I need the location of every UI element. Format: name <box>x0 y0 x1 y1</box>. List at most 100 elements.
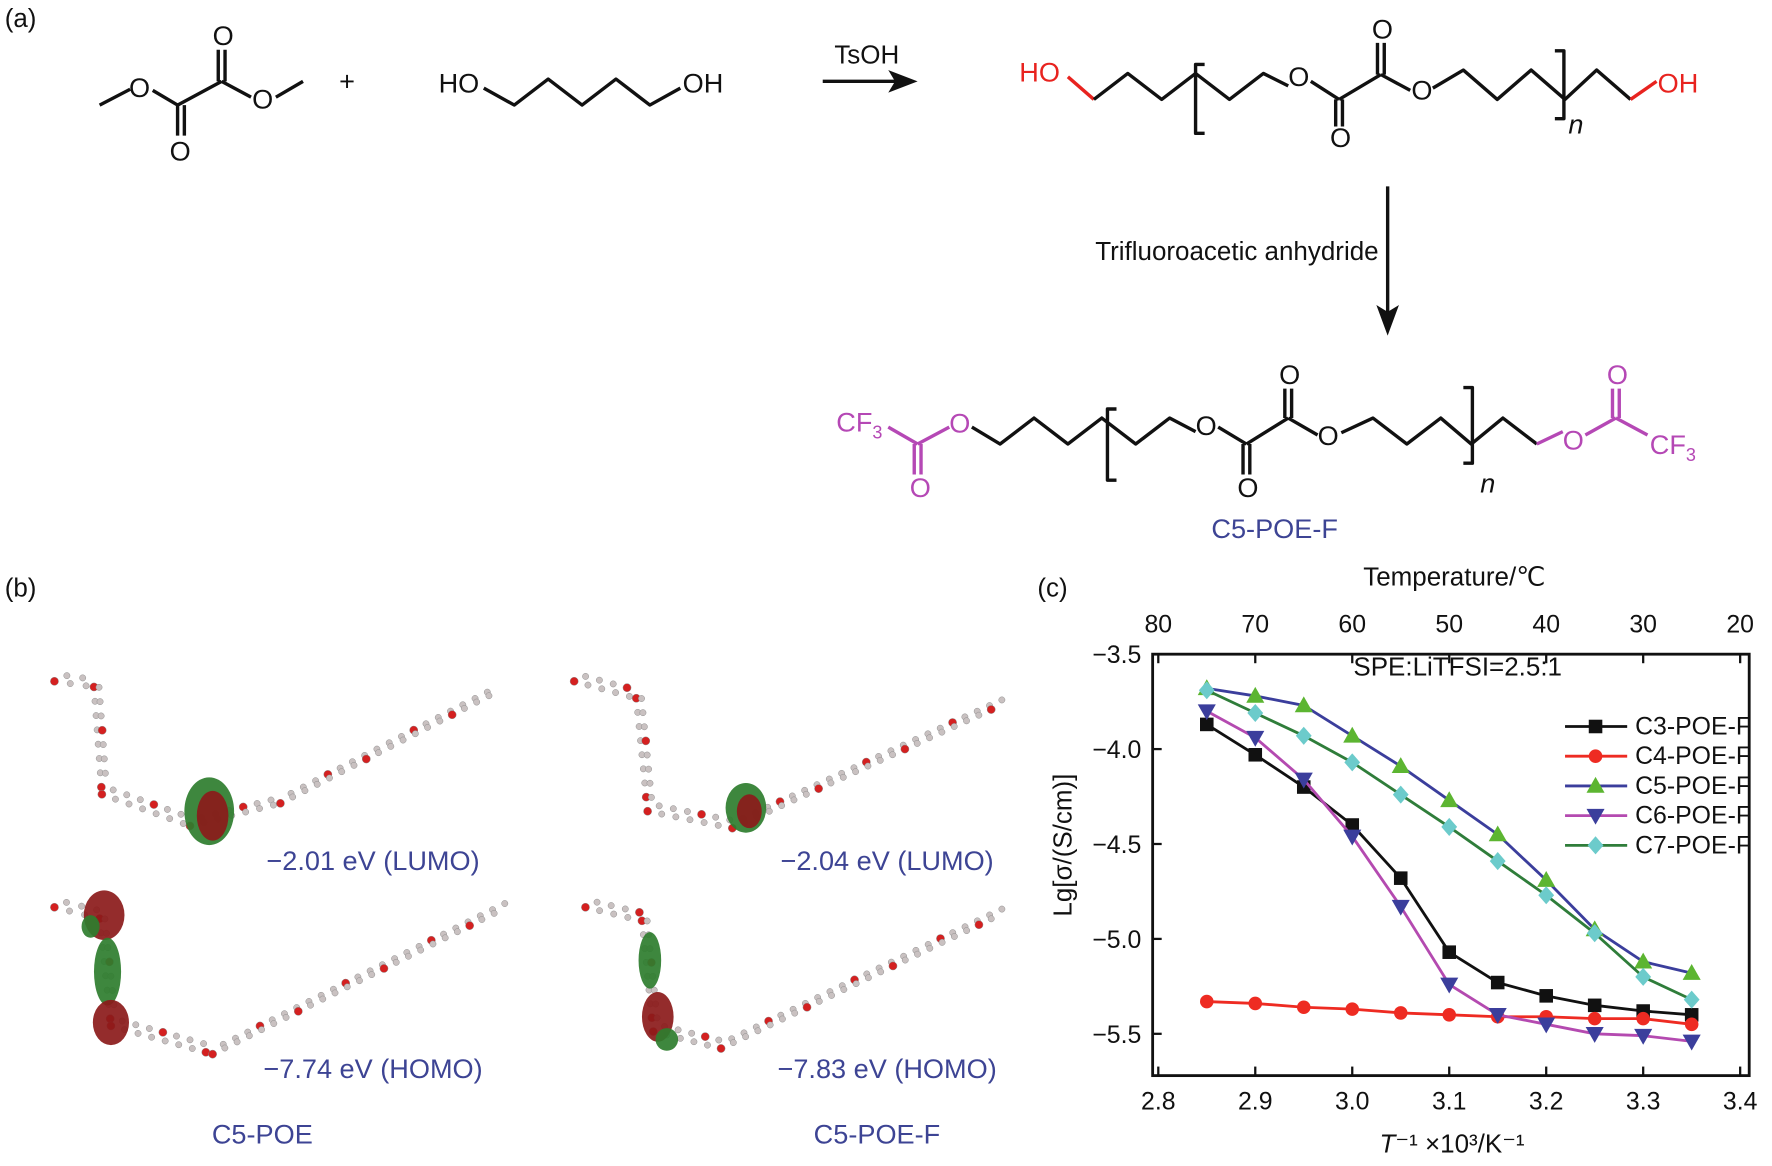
top-tick-label: 60 <box>1338 612 1366 639</box>
carbon-atom <box>626 692 633 700</box>
reaction-scheme: O O O O + HO OH TsOH HO O O O O <box>98 13 1698 544</box>
carbon-atom <box>754 1027 762 1035</box>
oxygen-atom <box>635 908 644 917</box>
carbon-atom <box>840 986 848 993</box>
data-point <box>1200 717 1214 732</box>
product-label: C5-POE-F <box>1211 513 1338 544</box>
carbon-atom <box>166 815 174 823</box>
x-tick-label: 3.0 <box>1335 1089 1370 1116</box>
legend-marker <box>1586 776 1605 793</box>
carbon-atom <box>839 773 847 781</box>
carbon-atom <box>97 712 105 720</box>
orbital-lobe <box>92 999 130 1046</box>
carbon-atom <box>152 810 160 818</box>
carbon-atom <box>392 958 400 966</box>
panel-label-c: (c) <box>1037 573 1067 603</box>
top-tick-label: 30 <box>1629 612 1657 639</box>
carbon-atom <box>593 898 601 906</box>
series-line <box>1206 723 1692 1017</box>
molecule-model <box>50 890 509 1059</box>
data-point <box>1294 696 1313 713</box>
carbon-atom <box>145 1025 153 1032</box>
carbon-atom <box>648 793 655 801</box>
carbon-atom <box>78 902 85 910</box>
y-tick-label: −4.0 <box>1092 737 1141 764</box>
oxygen-atom <box>97 789 107 799</box>
legend-marker <box>1587 836 1604 855</box>
data-point <box>1200 994 1214 1009</box>
carbon-atom <box>975 711 983 719</box>
data-point <box>1684 1017 1699 1032</box>
carbon-atom <box>270 801 277 809</box>
lumo-energy-c5-poe: −2.01 eV (LUMO) <box>266 845 479 876</box>
carbon-atom <box>411 730 419 738</box>
carbon-atom <box>643 917 651 925</box>
molecule-name-c5-poe: C5-POE <box>212 1118 313 1149</box>
oxygen-atom <box>50 902 59 912</box>
data-point <box>1537 871 1556 887</box>
carbon-atom <box>987 915 995 923</box>
data-point <box>1393 871 1408 885</box>
oxygen-atom <box>641 736 651 746</box>
carbon-atom <box>646 779 654 787</box>
carbon-atom <box>125 800 133 808</box>
carbon-atom <box>461 705 468 712</box>
carbon-atom <box>672 813 680 821</box>
cf3-group-left: CF3 <box>836 407 882 443</box>
data-point <box>1683 990 1700 1009</box>
carbon-atom <box>640 723 648 731</box>
carbon-atom <box>914 950 921 958</box>
legend-item: C5-POE-F <box>1565 773 1751 800</box>
oxygen-atom <box>569 677 579 686</box>
series-c6-poe-f <box>1197 704 1701 1051</box>
data-point <box>1440 977 1459 994</box>
legend-marker <box>1588 719 1603 734</box>
carbon-atom <box>779 1015 786 1023</box>
carbon-atom <box>624 914 632 921</box>
carbon-atom <box>963 717 970 725</box>
atom-o: O <box>1330 122 1351 153</box>
atom-o: O <box>1563 425 1584 456</box>
carbon-atom <box>889 751 896 759</box>
carbon-atom <box>148 1033 155 1041</box>
oxygen-atom <box>974 920 984 929</box>
top-tick-label: 80 <box>1144 612 1172 639</box>
oxygen-atom <box>447 710 457 720</box>
carbon-atom <box>582 673 589 680</box>
carbon-atom <box>729 1039 737 1046</box>
y-tick-label: −3.5 <box>1092 642 1141 669</box>
carbon-atom <box>876 756 884 764</box>
carbon-atom <box>175 1041 183 1049</box>
legend-marker <box>1588 749 1603 763</box>
oxygen-atom <box>986 705 996 714</box>
carbon-atom <box>686 816 694 824</box>
carbon-atom <box>258 1026 265 1034</box>
top-tick-label: 20 <box>1726 612 1754 639</box>
atom-o: O <box>129 72 150 103</box>
carbon-atom <box>712 813 720 821</box>
reagent-trifluoroacetic-anhydride: Trifluoroacetic anhydride <box>1095 236 1378 266</box>
oxygen-atom <box>643 806 652 816</box>
carbon-atom <box>609 680 617 688</box>
carbon-atom <box>441 934 449 942</box>
series-c3-poe-f <box>1200 717 1699 1022</box>
carbon-atom <box>326 774 333 782</box>
molecule-model <box>50 672 493 846</box>
data-point <box>1197 704 1216 721</box>
top-axis-title: Temperature/℃ <box>1363 561 1545 591</box>
carbon-atom <box>436 717 444 725</box>
carbon-atom <box>778 802 786 809</box>
data-point <box>1537 1017 1556 1034</box>
y-tick-label: −4.5 <box>1092 832 1141 859</box>
oxygen-atom <box>149 800 159 809</box>
carbon-atom <box>715 1036 723 1044</box>
carbon-atom <box>424 724 431 731</box>
carbon-atom <box>112 795 119 803</box>
homo-energy-c5-poe-f: −7.83 eV (HOMO) <box>778 1053 997 1084</box>
orbital-panel: −2.01 eV (LUMO) −2.04 eV (LUMO) −7.74 eV… <box>50 672 1006 1149</box>
c5-poe-structure: HO O O O O n OH <box>1019 13 1698 152</box>
data-point <box>1440 791 1459 808</box>
carbon-atom <box>688 1029 696 1037</box>
data-point <box>1585 1027 1604 1043</box>
